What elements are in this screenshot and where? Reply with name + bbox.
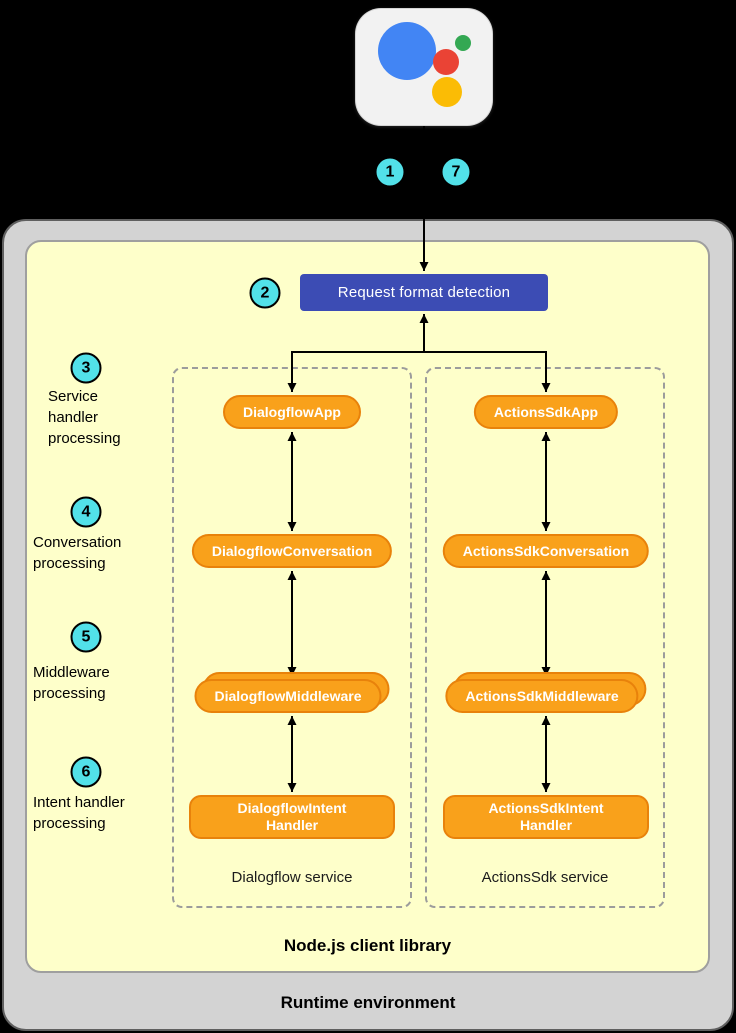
flow-badge-4: 4 <box>70 496 102 528</box>
step-label-intent-handler: Intent handler processing <box>33 794 125 832</box>
actionssdk-middleware-node: ActionsSdkMiddleware <box>445 672 647 713</box>
nodejs-client-library-box <box>25 240 710 973</box>
step-label-middleware: Middleware processing <box>33 664 110 702</box>
dialogflow-intent-handler-label: DialogflowIntent Handler <box>237 800 347 833</box>
flow-badge-3: 3 <box>70 352 102 384</box>
actionssdk-service-label: ActionsSdk service <box>481 869 609 886</box>
flow-badge-6: 6 <box>70 756 102 788</box>
dialogflow-service-label: Dialogflow service <box>231 869 353 886</box>
assistant-blue-circle-icon <box>378 22 436 80</box>
step-label-conversation: Conversation processing <box>33 534 122 572</box>
actionssdk-intent-handler-label: ActionsSdkIntent Handler <box>488 800 604 833</box>
dialogflow-conversation-node: DialogflowConversation <box>191 534 393 568</box>
assistant-yellow-circle-icon <box>432 77 462 107</box>
request-format-detection-node: Request format detection <box>300 274 548 311</box>
google-assistant-logo <box>355 8 493 126</box>
step-label-service-handler: Service handler processing <box>48 388 121 447</box>
flow-badge-5: 5 <box>70 621 102 653</box>
flow-badge-2: 2 <box>249 277 281 309</box>
assistant-red-circle-icon <box>433 49 459 75</box>
actionssdk-app-node: ActionsSdkApp <box>473 395 619 429</box>
dialogflow-middleware-node: DialogflowMiddleware <box>194 672 390 713</box>
actionssdk-intent-handler-node: ActionsSdkIntent Handler <box>443 795 649 839</box>
middleware-stack-front: ActionsSdkMiddleware <box>445 679 639 713</box>
flow-badge-7: 7 <box>440 156 472 188</box>
dialogflow-intent-handler-node: DialogflowIntent Handler <box>189 795 395 839</box>
dialogflow-app-node: DialogflowApp <box>223 395 361 429</box>
assistant-green-dot-icon <box>455 35 471 51</box>
nodejs-client-library-label: Node.js client library <box>283 936 452 955</box>
runtime-environment-label: Runtime environment <box>280 993 456 1012</box>
actionssdk-conversation-node: ActionsSdkConversation <box>442 534 650 568</box>
flow-badge-1: 1 <box>374 156 406 188</box>
middleware-stack-front: DialogflowMiddleware <box>194 679 382 713</box>
